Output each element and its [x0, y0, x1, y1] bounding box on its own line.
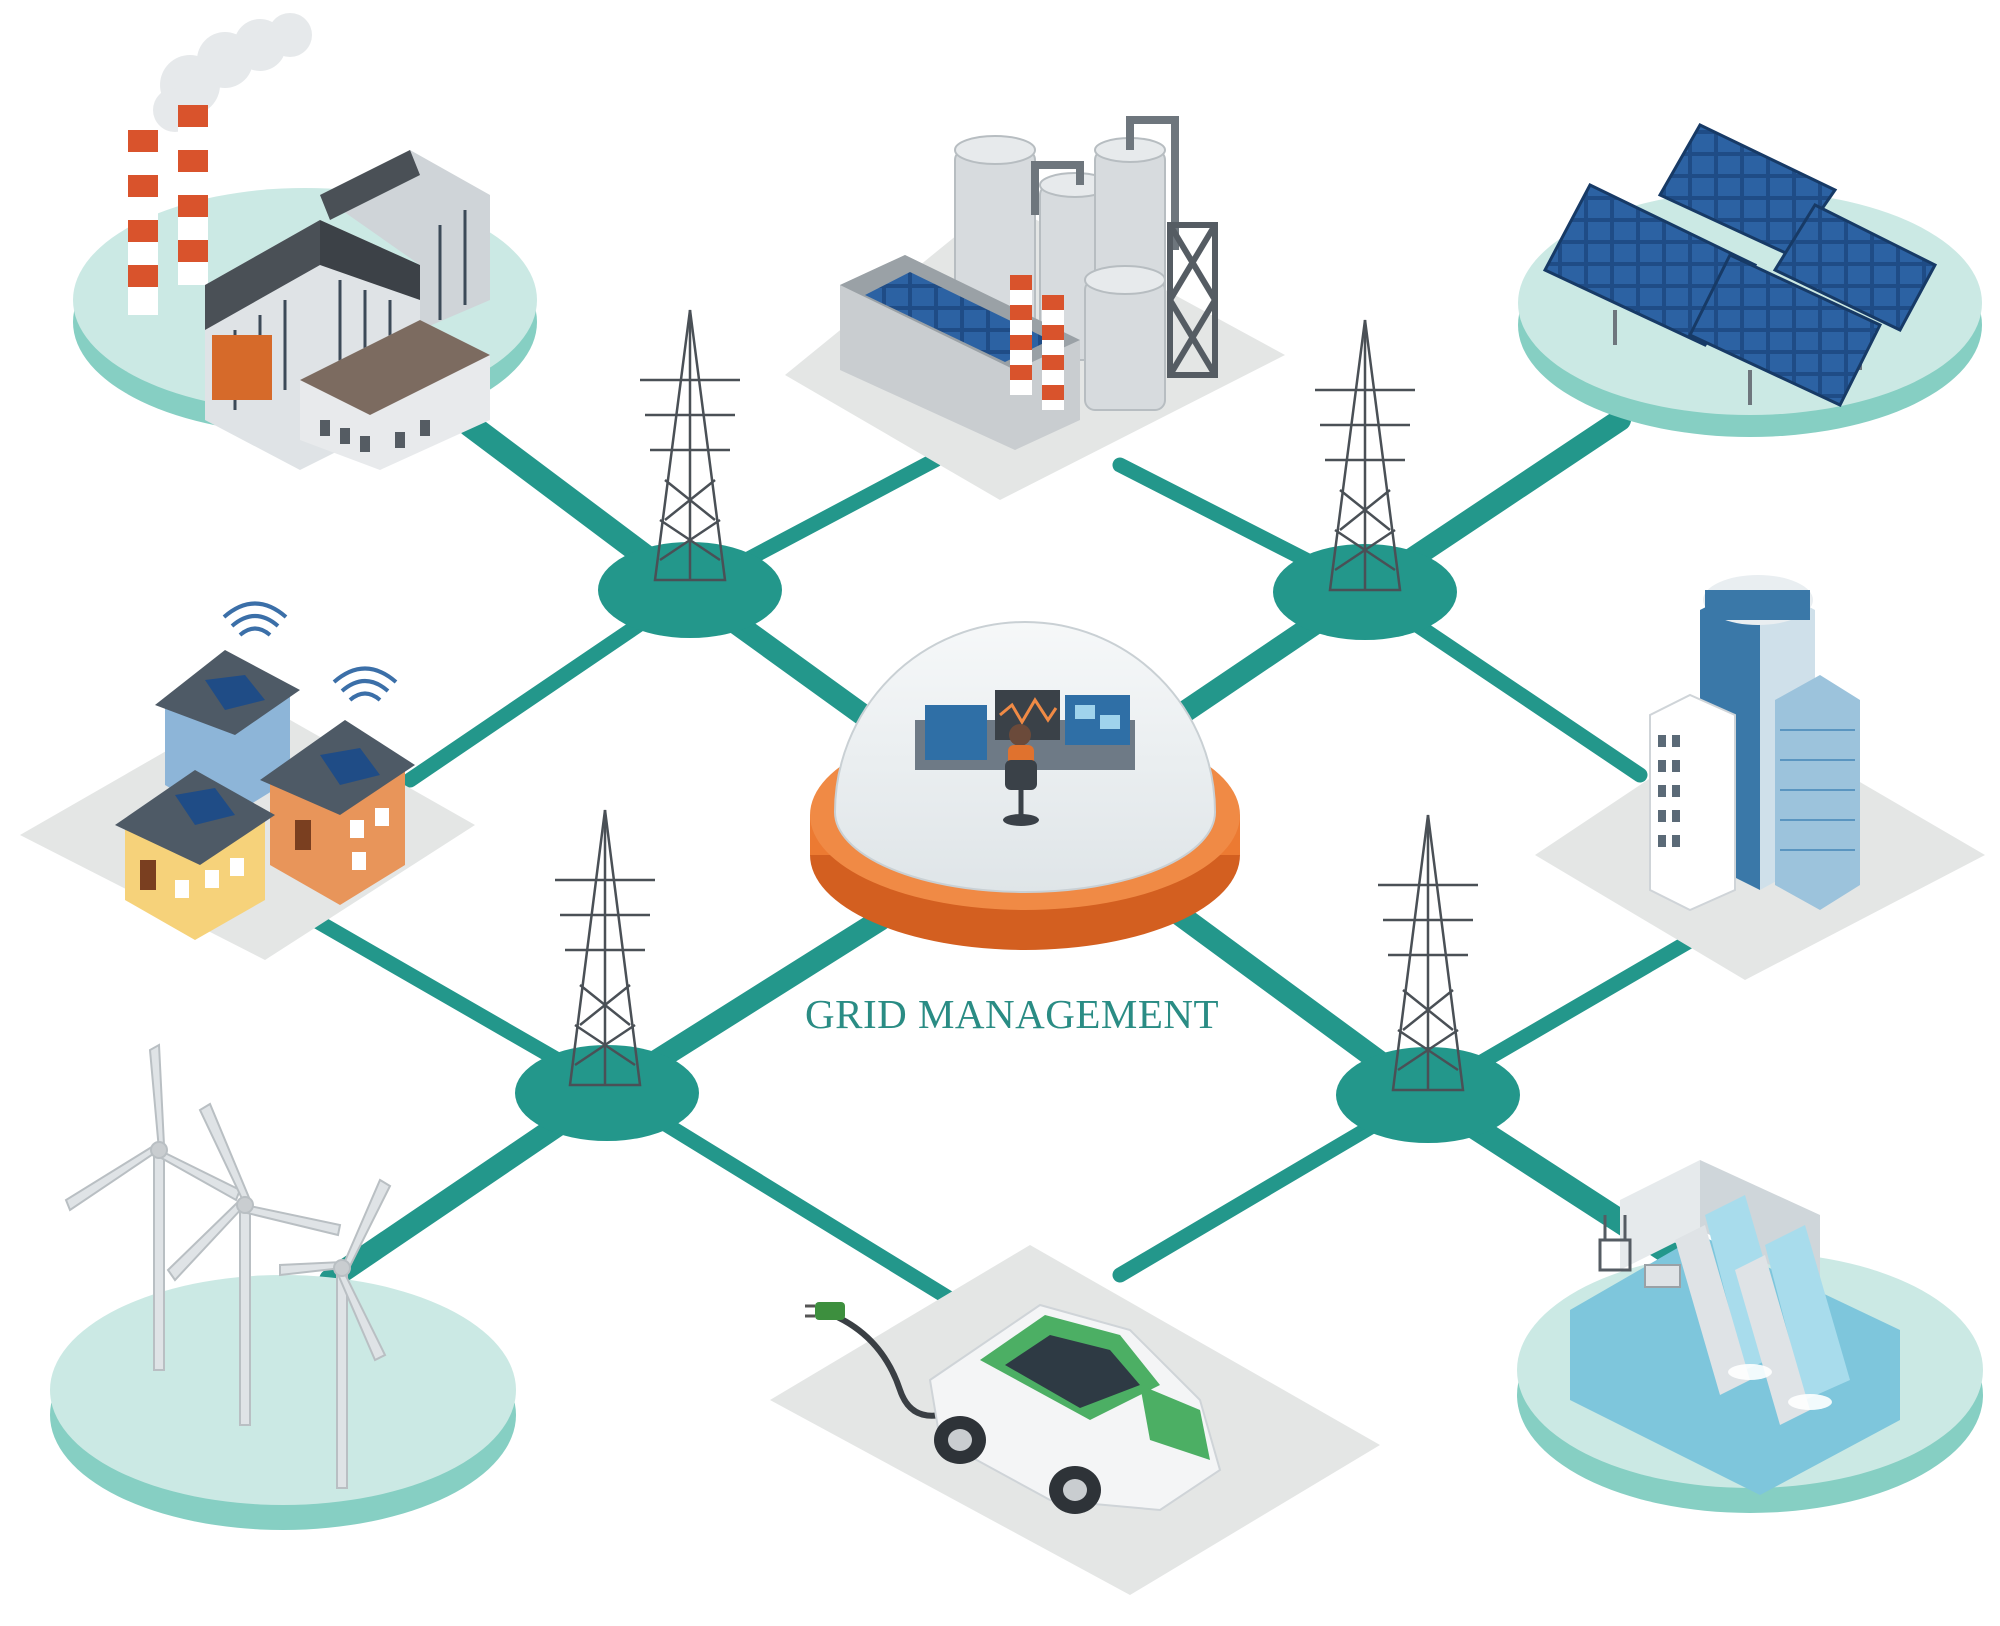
transmission-tower-se	[1378, 815, 1478, 1090]
skyscraper-icon	[1650, 575, 1860, 910]
junction-sw	[515, 1045, 699, 1141]
grid-management-label: GRID MANAGEMENT	[805, 990, 1255, 1050]
control-room-icon	[810, 622, 1240, 950]
transmission-tower-sw	[555, 810, 655, 1085]
plug-icon	[805, 1302, 845, 1320]
wind-farm-disc	[50, 1275, 516, 1530]
transmission-tower-nw	[640, 310, 740, 580]
